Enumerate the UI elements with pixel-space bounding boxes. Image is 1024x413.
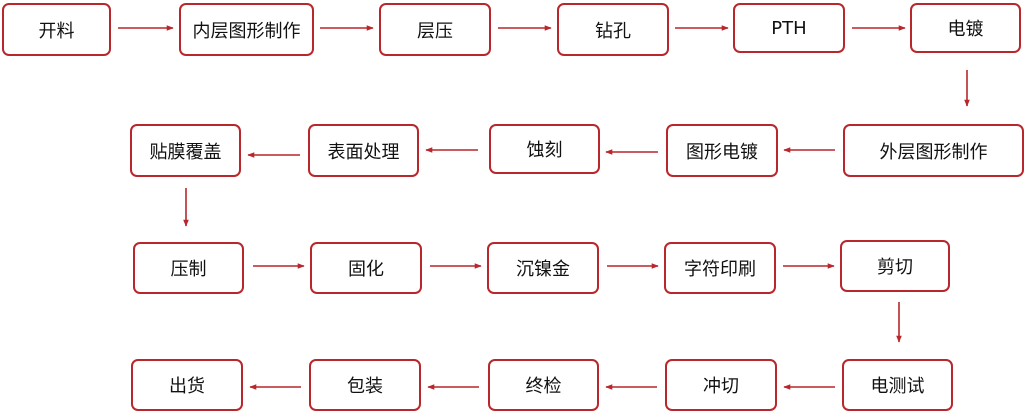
step-plating: 电镀	[910, 3, 1021, 53]
step-shipping: 出货	[131, 359, 243, 411]
step-curing: 固化	[310, 242, 422, 294]
step-outer-layer-imaging: 外层图形制作	[843, 124, 1024, 177]
step-shearing: 剪切	[840, 240, 950, 292]
step-surface-treatment: 表面处理	[308, 124, 419, 177]
step-drilling: 钻孔	[557, 3, 669, 56]
step-inner-layer-imaging: 内层图形制作	[179, 3, 314, 56]
step-final-inspection: 终检	[488, 359, 599, 411]
step-etching: 蚀刻	[489, 124, 600, 174]
step-legend-printing: 字符印刷	[664, 242, 776, 294]
step-electrical-test: 电测试	[842, 359, 953, 411]
step-pressing: 压制	[133, 242, 244, 294]
step-pth: PTH	[733, 3, 845, 53]
step-cutting: 开料	[2, 3, 111, 56]
step-coverlay-lamination: 贴膜覆盖	[130, 124, 241, 177]
step-packaging: 包装	[309, 359, 421, 411]
step-enig: 沉镍金	[487, 242, 599, 294]
step-lamination: 层压	[379, 3, 491, 56]
step-punching: 冲切	[665, 359, 777, 411]
step-pattern-plating: 图形电镀	[666, 124, 778, 177]
